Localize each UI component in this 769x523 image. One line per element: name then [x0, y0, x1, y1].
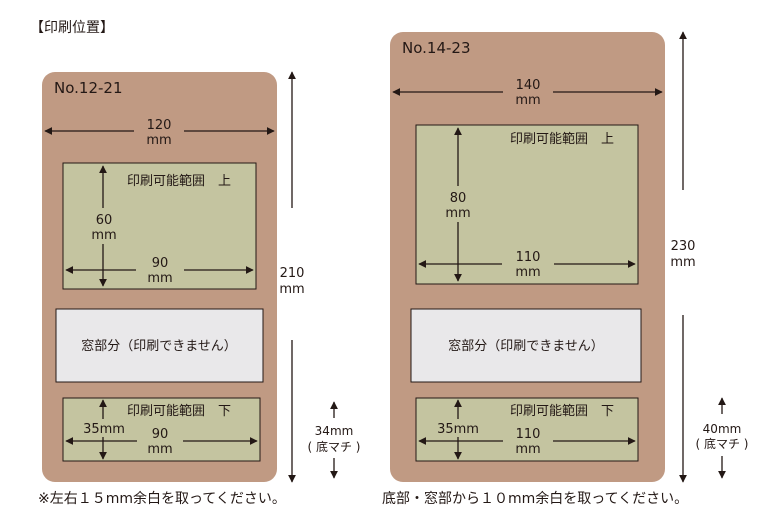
bag-height-value: 230 — [671, 239, 696, 254]
bag-model-label: No.12-21 — [54, 79, 123, 97]
print-area-bottom-label: 印刷可能範囲 下 — [127, 404, 231, 419]
bag-height-unit: mm — [670, 255, 695, 270]
print-area-top-width-unit: mm — [515, 265, 540, 280]
print-area-top-height-value: 60 — [96, 213, 113, 228]
print-area-top-width-unit: mm — [147, 271, 172, 286]
gusset-label: ( 底マチ ) — [308, 439, 361, 454]
print-area-bottom-width-value: 90 — [152, 427, 169, 442]
window-area — [55, 308, 264, 383]
print-area-bottom-width-value: 110 — [516, 427, 541, 442]
print-area-top-width-value: 110 — [516, 250, 541, 265]
gusset-value: 34mm — [315, 424, 354, 438]
bag-no-12-21: No.12-21 120 mm 印刷可能範囲 上 60 mm 90 mm 窓部分… — [42, 71, 361, 483]
print-area-bottom-height-text: 35mm — [83, 422, 125, 437]
bag-height-value: 210 — [280, 266, 305, 281]
print-area-top-height-unit: mm — [91, 228, 116, 243]
bag-no-14-23: No.14-23 140 mm 印刷可能範囲 上 80 mm 110 mm 窓部… — [390, 31, 749, 483]
bag-width-unit: mm — [146, 133, 171, 148]
print-area-top-label: 印刷可能範囲 上 — [510, 132, 614, 147]
bag-width-unit: mm — [515, 93, 540, 108]
window-area — [410, 308, 642, 383]
print-area-top-height-unit: mm — [445, 206, 470, 221]
bag-model-label: No.14-23 — [402, 39, 471, 57]
footnote-margin-sides: ※左右１５mm余白を取ってください。 — [38, 490, 286, 507]
bag-width-value: 120 — [147, 118, 172, 133]
bag-height-unit: mm — [279, 282, 304, 297]
window-area-label: 窓部分（印刷できません） — [448, 338, 604, 354]
gusset-value: 40mm — [703, 422, 742, 436]
print-area-top-height-value: 80 — [450, 191, 467, 206]
page-title: 【印刷位置】 — [30, 20, 114, 36]
print-area-bottom-width-unit: mm — [515, 442, 540, 457]
print-area-top-label: 印刷可能範囲 上 — [127, 174, 231, 189]
gusset-label: ( 底マチ ) — [696, 436, 749, 451]
print-area-bottom-label: 印刷可能範囲 下 — [510, 404, 614, 419]
window-area-label: 窓部分（印刷できません） — [81, 338, 237, 354]
print-area-bottom-height-text: 35mm — [437, 422, 479, 437]
print-area-top-width-value: 90 — [152, 256, 169, 271]
bag-width-value: 140 — [516, 78, 541, 93]
print-area-bottom-width-unit: mm — [147, 442, 172, 457]
footnote-margin-bottom-window: 底部・窓部から１０mm余白を取ってください。 — [382, 490, 688, 507]
